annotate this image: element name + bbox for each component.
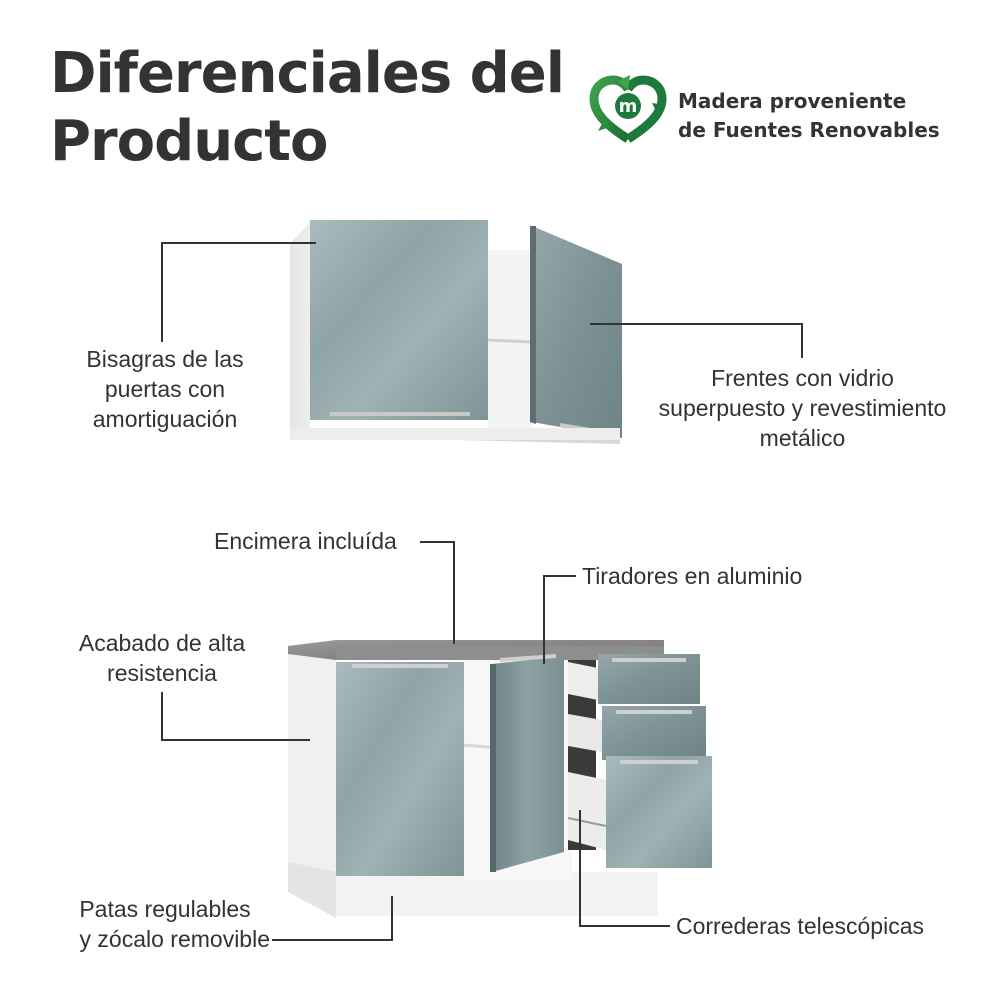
eco-letter: m	[619, 96, 638, 117]
base-open-door	[492, 656, 564, 872]
leader-handles	[543, 575, 576, 664]
feature-fronts-line-2: superpuesto y revestimiento	[658, 395, 947, 421]
leader-fronts	[590, 323, 803, 358]
eco-badge-line-2: de Fuentes Renovables	[678, 118, 940, 142]
feature-finish: Acabado de alta resistencia	[62, 628, 262, 688]
wall-cabinet-right-door-edge	[530, 226, 536, 424]
drawer-1-box	[568, 662, 598, 700]
leader-legs	[272, 896, 393, 941]
feature-hinges-line-3: amortiguación	[92, 406, 238, 432]
drawer-2-front	[602, 706, 706, 760]
wall-cabinet	[290, 220, 622, 444]
countertop-front	[336, 646, 664, 660]
eco-badge-text: Madera proveniente de Fuentes Renovables	[678, 87, 940, 145]
feature-hinges-line-2: puertas con	[104, 376, 226, 402]
feature-legs: Patas regulables y zócalo removible	[40, 894, 270, 954]
leader-countertop	[420, 541, 455, 644]
page-title-line-1: Diferenciales del	[50, 41, 565, 106]
feature-fronts-line-1: Frentes con vidrio	[711, 365, 894, 391]
feature-slides-text: Correderas telescópicas	[676, 913, 925, 939]
feature-legs-line-2: y zócalo removible	[79, 926, 270, 952]
feature-fronts-line-3: metálico	[759, 425, 846, 451]
feature-finish-line-2: resistencia	[107, 660, 217, 686]
wall-cabinet-carcass	[290, 222, 310, 432]
wall-cabinet-left-door	[310, 220, 488, 420]
leader-lines	[161, 242, 803, 941]
base-open-door-handle	[499, 654, 557, 662]
eco-badge-line-1: Madera proveniente	[678, 89, 907, 113]
eco-badge: m Madera proveniente de Fuentes Renovabl…	[588, 75, 958, 145]
base-open-door-edge	[490, 664, 496, 872]
feature-finish-line-1: Acabado de alta	[78, 630, 246, 656]
page-title: Diferenciales del Producto	[50, 40, 565, 176]
feature-handles: Tiradores en aluminio	[582, 561, 802, 591]
wall-cabinet-shelf	[487, 338, 533, 344]
drawer-slide	[567, 817, 607, 827]
base-cabinet	[288, 640, 712, 918]
drawer-3-front	[606, 756, 712, 868]
leader-finish	[161, 692, 310, 741]
wall-cabinet-bottom	[290, 428, 620, 440]
feature-hinges-line-1: Bisagras de las	[86, 346, 244, 372]
leader-slides	[579, 810, 670, 927]
base-cabinet-plinth	[288, 862, 336, 918]
drawer-3-box	[568, 772, 606, 850]
base-cabinet-side	[288, 652, 336, 892]
leader-hinges	[161, 242, 316, 342]
feature-countertop-text: Encimera incluída	[214, 528, 397, 554]
recycle-leaf-icon: m	[589, 75, 667, 143]
page-title-line-2: Producto	[50, 109, 329, 174]
wall-cabinet-right-door	[532, 226, 622, 438]
drawer-1-front	[598, 654, 700, 704]
base-left-door	[336, 662, 464, 876]
feature-hinges: Bisagras de las puertas con amortiguació…	[70, 344, 260, 434]
feature-slides: Correderas telescópicas	[676, 911, 924, 941]
drawer-2-box	[568, 714, 602, 752]
feature-legs-line-1: Patas regulables	[79, 896, 251, 922]
feature-fronts: Frentes con vidrio superpuesto y revesti…	[640, 363, 965, 453]
feature-handles-text: Tiradores en aluminio	[582, 563, 803, 589]
feature-countertop: Encimera incluída	[214, 526, 397, 556]
